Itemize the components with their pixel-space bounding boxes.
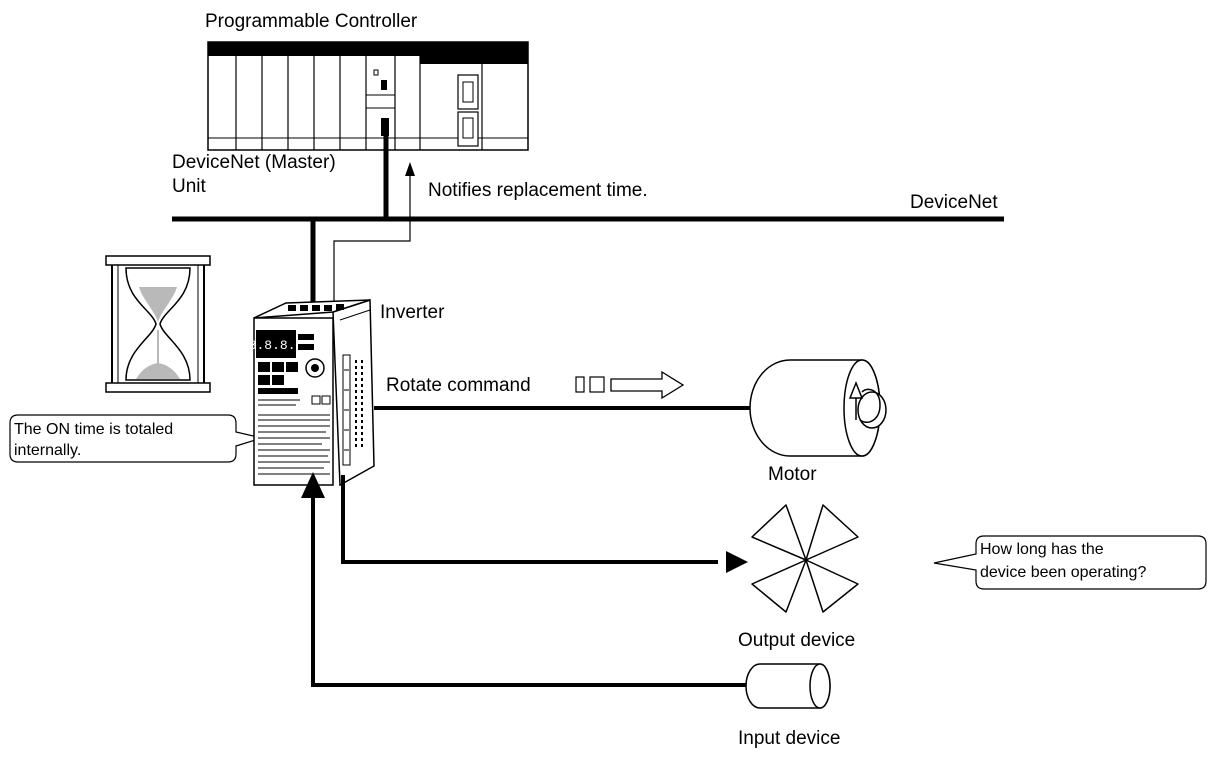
- notification-path: [333, 172, 411, 305]
- command-box-icon: [589, 376, 605, 393]
- rotate-arrow-icon: [610, 370, 685, 400]
- plc-label: Programmable Controller: [205, 11, 418, 32]
- inverter-display: 8.8.8.8: [249, 338, 304, 353]
- rotate-command-label: Rotate command: [386, 375, 531, 396]
- on-time-callout-line2: internally.: [14, 442, 81, 459]
- inverter-device: 8.8.8.8: [249, 298, 375, 487]
- input-arrowhead: [301, 472, 325, 498]
- output-arrowhead: [726, 551, 748, 573]
- notification-arrowhead: [405, 162, 415, 176]
- devicenet-label: DeviceNet: [910, 192, 998, 213]
- hourglass-icon: [105, 255, 211, 393]
- input-device-label: Input device: [738, 728, 840, 749]
- output-device-label: Output device: [738, 630, 855, 651]
- notify-label: Notifies replacement time.: [428, 180, 648, 201]
- motor-label: Motor: [768, 464, 817, 485]
- input-connection-line: [311, 498, 750, 687]
- on-time-callout: [9, 414, 265, 463]
- command-box-icon: [575, 376, 585, 393]
- inverter-label: Inverter: [380, 302, 445, 323]
- output-device-icon: [751, 504, 859, 613]
- master-unit-label-line1: DeviceNet (Master): [172, 152, 336, 173]
- plc-rack: [207, 41, 529, 151]
- question-callout-line2: device been operating?: [980, 564, 1146, 581]
- motor-icon: [749, 359, 887, 457]
- master-unit-label-line2: Unit: [172, 176, 207, 197]
- input-device-icon: [745, 663, 831, 709]
- question-callout-line1: How long has the: [980, 541, 1104, 558]
- question-callout: [933, 535, 1207, 590]
- on-time-callout-line1: The ON time is totaled: [14, 421, 173, 438]
- output-connection-line: [341, 475, 718, 564]
